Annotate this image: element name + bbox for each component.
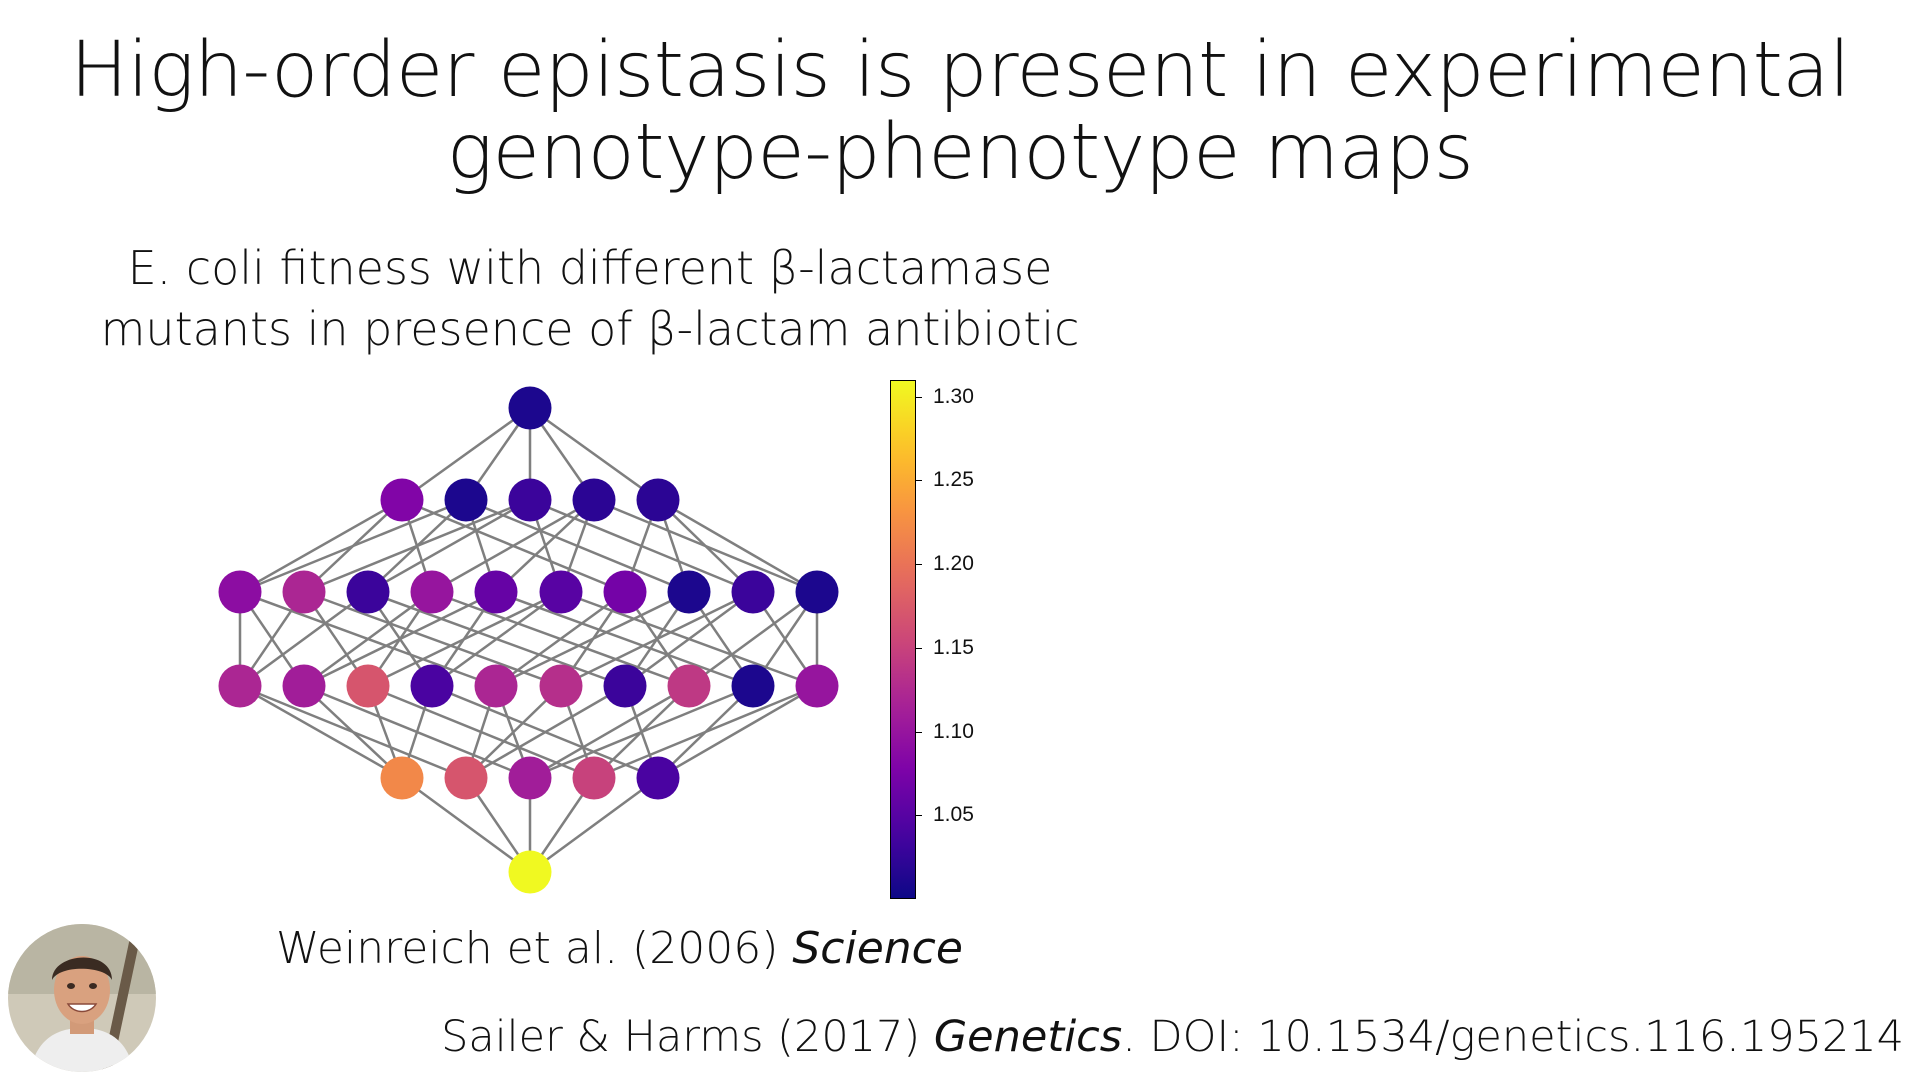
genotype-node	[410, 664, 454, 708]
genotype-node	[667, 570, 711, 614]
colorbar-tick-mark	[916, 564, 922, 566]
genotype-node	[474, 570, 518, 614]
colorbar-tick-mark	[916, 647, 922, 649]
colorbar-tick-label: 1.30	[933, 384, 974, 408]
citation-journal: Science	[792, 923, 963, 974]
network-edge	[624, 590, 754, 688]
network-edge	[657, 684, 818, 780]
colorbar-tick-mark	[916, 480, 922, 482]
colorbar-tick-label: 1.10	[933, 719, 974, 743]
network-edge	[367, 498, 531, 594]
genotype-node	[218, 570, 262, 614]
figure-caption-line-1: E. coli fitness with different β-lactama…	[127, 241, 1053, 295]
speaker-avatar	[8, 924, 156, 1072]
network-edge	[431, 498, 595, 594]
genotype-node	[410, 570, 454, 614]
network-edge	[367, 590, 562, 688]
genotype-node	[795, 570, 839, 614]
slide-title-line-2: genotype-phenotype maps	[446, 108, 1474, 197]
network-edge	[529, 684, 690, 780]
colorbar-tick-mark	[916, 815, 922, 817]
genotype-node	[282, 664, 326, 708]
network-edge	[688, 590, 818, 688]
genotype-node	[731, 664, 775, 708]
reference-authors: Sailer & Harms (2017)	[441, 1012, 934, 1062]
network-edge	[657, 499, 754, 593]
figure-caption-line-2: mutants in presence of β-lactam antibiot…	[100, 302, 1080, 356]
network-edge	[401, 776, 531, 874]
genotype-node	[346, 570, 390, 614]
network-edge	[303, 590, 433, 688]
network-edge	[495, 499, 595, 593]
colorbar-tick-label: 1.25	[933, 468, 974, 492]
genotype-node	[731, 570, 775, 614]
network-edge	[465, 685, 562, 779]
network-edge	[529, 776, 659, 874]
reference-journal: Genetics	[933, 1012, 1123, 1062]
network-edge	[657, 498, 818, 594]
genotype-node	[795, 664, 839, 708]
genotype-node	[282, 570, 326, 614]
genotype-node	[603, 664, 647, 708]
network-edge	[303, 590, 497, 688]
genotype-node	[346, 664, 390, 708]
genotype-node	[539, 664, 583, 708]
network-edge	[560, 590, 754, 688]
colorbar-tick-label: 1.05	[933, 803, 974, 827]
network-edge	[431, 590, 562, 688]
citation-authors: Weinreich et al. (2006)	[276, 923, 793, 974]
network-edge	[239, 684, 403, 780]
genotype-node	[636, 478, 680, 522]
person-photo-icon	[8, 924, 156, 1072]
genotype-node	[508, 850, 552, 894]
colorbar-tick-label: 1.15	[933, 635, 974, 659]
figure-citation: Weinreich et al. (2006) Science	[276, 923, 963, 974]
genotype-node	[380, 478, 424, 522]
slide-title: High-order epistasis is present in exper…	[0, 30, 1920, 194]
genotype-node	[667, 664, 711, 708]
genotype-node	[603, 570, 647, 614]
genotype-node	[444, 756, 488, 800]
network-nodes	[218, 386, 839, 894]
genotype-node	[539, 570, 583, 614]
network-edge	[495, 590, 626, 688]
network-edge	[465, 684, 626, 780]
genotype-node	[572, 478, 616, 522]
genotype-node	[572, 756, 616, 800]
genotype-node	[636, 756, 680, 800]
genotype-node	[218, 664, 262, 708]
genotype-node	[508, 478, 552, 522]
network-edge	[495, 590, 690, 688]
genotype-node	[508, 386, 552, 430]
network-edge	[303, 498, 531, 594]
network-edges	[238, 406, 819, 874]
network-edge	[303, 685, 403, 779]
colorbar-tick-label: 1.20	[933, 552, 974, 576]
fitness-colorbar	[890, 380, 916, 899]
network-edge	[239, 498, 403, 594]
genotype-node	[508, 756, 552, 800]
paper-reference: Sailer & Harms (2017) Genetics. DOI: 10.…	[441, 1012, 1904, 1062]
genotype-node	[474, 664, 518, 708]
network-edge	[401, 406, 531, 502]
network-edge	[593, 684, 818, 780]
colorbar-tick-mark	[916, 731, 922, 733]
network-edge	[239, 590, 369, 688]
colorbar-tick-mark	[916, 396, 922, 398]
reference-doi: . DOI: 10.1534/genetics.116.195214	[1122, 1012, 1904, 1062]
network-edge	[529, 406, 659, 502]
network-edge	[529, 684, 754, 780]
genotype-node	[444, 478, 488, 522]
figure-caption: E. coli fitness with different β-lactama…	[60, 238, 1120, 360]
genotype-node	[380, 756, 424, 800]
network-edge	[239, 498, 467, 594]
slide-title-line-1: High-order epistasis is present in exper…	[70, 26, 1850, 115]
